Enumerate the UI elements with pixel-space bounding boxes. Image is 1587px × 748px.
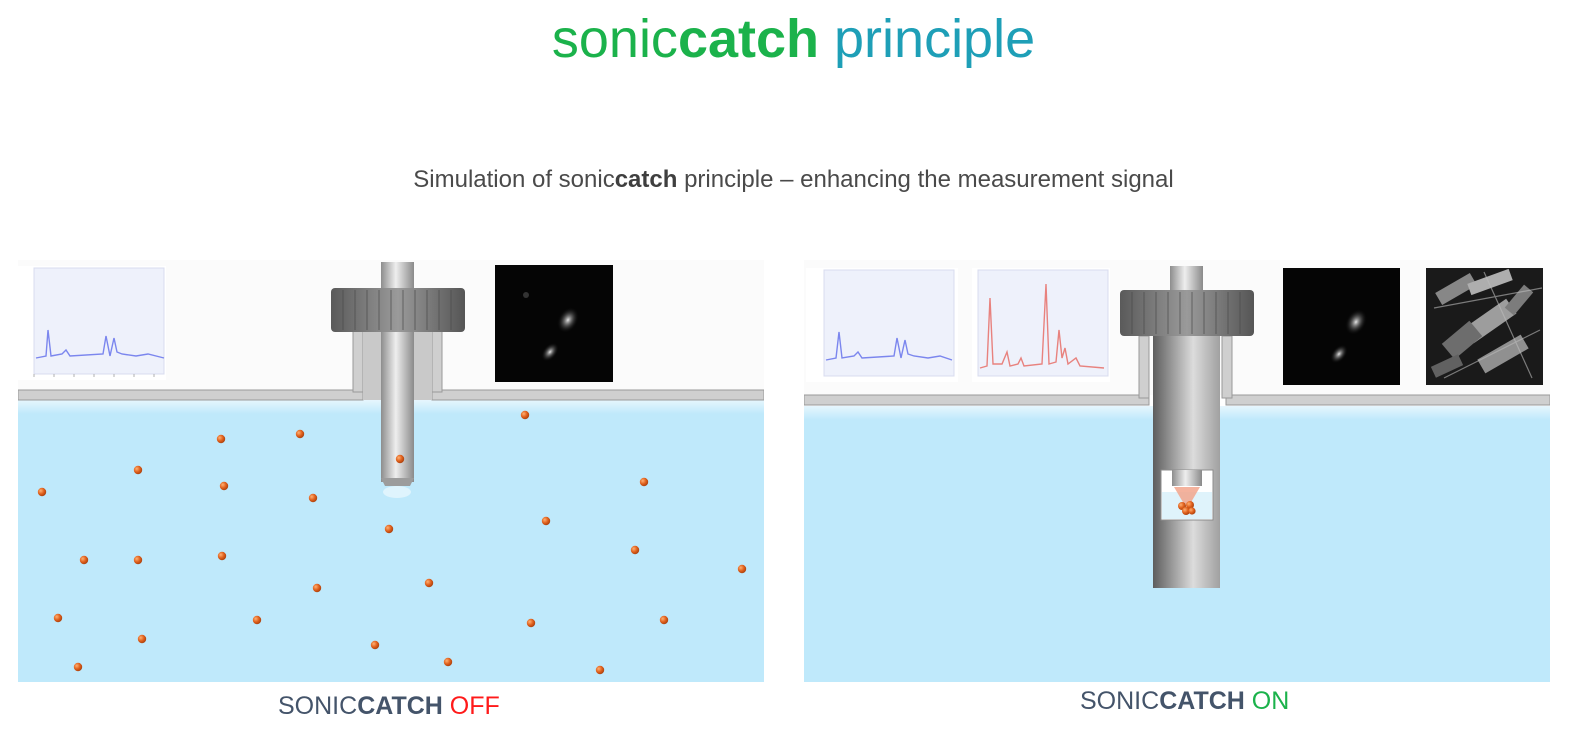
caption-state-off: OFF (442, 692, 500, 720)
title-catch: catch (677, 9, 820, 69)
port-wall-right (1221, 335, 1233, 399)
probe-tip-glow (383, 486, 411, 498)
port-wall-right (431, 329, 443, 393)
particle (424, 578, 434, 588)
particle (133, 465, 143, 475)
vessel-lid-right (1225, 394, 1550, 406)
particle (216, 434, 226, 444)
probe-tip (381, 478, 414, 486)
ultrasound-cone (1174, 487, 1200, 504)
catch-tube (1153, 320, 1220, 588)
page-title: soniccatch principle (0, 4, 1587, 74)
subtitle-bold: catch (614, 166, 678, 193)
microscope-image-sparse (1283, 268, 1400, 385)
particle (659, 615, 669, 625)
port-wall-left (1138, 335, 1150, 399)
spectrum-line-blue (825, 331, 953, 361)
spectrum-line-blue (35, 329, 165, 359)
particle (53, 613, 63, 623)
particle (1186, 501, 1194, 509)
particle (630, 545, 640, 555)
particle (639, 477, 649, 487)
trapped-particles (1178, 501, 1196, 515)
particle (395, 454, 405, 464)
vessel-lid-left (804, 394, 1150, 406)
probe-nut (331, 288, 465, 332)
simulation-panel-off (18, 260, 764, 682)
particle-field (37, 410, 747, 675)
probe-nut (1120, 290, 1254, 336)
particle (541, 516, 551, 526)
particle (737, 564, 747, 574)
spectrum-line-red (979, 283, 1105, 369)
particle (252, 615, 262, 625)
particle (384, 524, 394, 534)
probe-tip-inner (1172, 470, 1202, 486)
subtitle-suffix: principle – enhancing the measurement si… (677, 166, 1174, 193)
probe-nut-ridges (342, 290, 452, 330)
title-principle: principle (819, 9, 1036, 69)
particle (595, 665, 605, 675)
title-sonic: sonic (551, 9, 678, 69)
microscope-image-dense (1426, 268, 1543, 385)
particle (520, 410, 530, 420)
spectrum-axis-ticks (33, 374, 155, 377)
particle (133, 555, 143, 565)
subtitle-prefix: Simulation of sonic (413, 166, 615, 193)
vessel-lid-left (18, 389, 364, 401)
simulation-panel-on (804, 260, 1550, 682)
particle (295, 429, 305, 439)
caption-bold: CATCH (1159, 687, 1245, 715)
port-wall-left (352, 329, 364, 393)
spectrum-plot-red (972, 268, 1110, 382)
spectrum-plot-blue (18, 266, 166, 380)
particle (308, 493, 318, 503)
particle (1188, 507, 1196, 515)
particle (1182, 507, 1190, 515)
particle (79, 555, 89, 565)
particle (137, 634, 147, 644)
caption-sonic-catch-off: SONICCATCH OFF (278, 690, 500, 722)
microscope-image-sparse (495, 265, 613, 382)
caption-sonic-catch-on: SONICCATCH ON (1080, 685, 1289, 717)
particle (312, 583, 322, 593)
particle (37, 487, 47, 497)
caption-prefix: SONIC (1080, 687, 1160, 715)
caption-bold: CATCH (357, 692, 443, 720)
vessel-lid-right (431, 389, 764, 401)
spectrum-plot-blue (806, 268, 958, 382)
caption-prefix: SONIC (278, 692, 358, 720)
subtitle: Simulation of soniccatch principle – enh… (0, 164, 1587, 196)
probe-nut-ridges (1131, 292, 1241, 334)
particle (73, 662, 83, 672)
particle (370, 640, 380, 650)
particle (526, 618, 536, 628)
caption-state-on: ON (1244, 687, 1290, 715)
particle (219, 481, 229, 491)
particle (217, 551, 227, 561)
particle (443, 657, 453, 667)
